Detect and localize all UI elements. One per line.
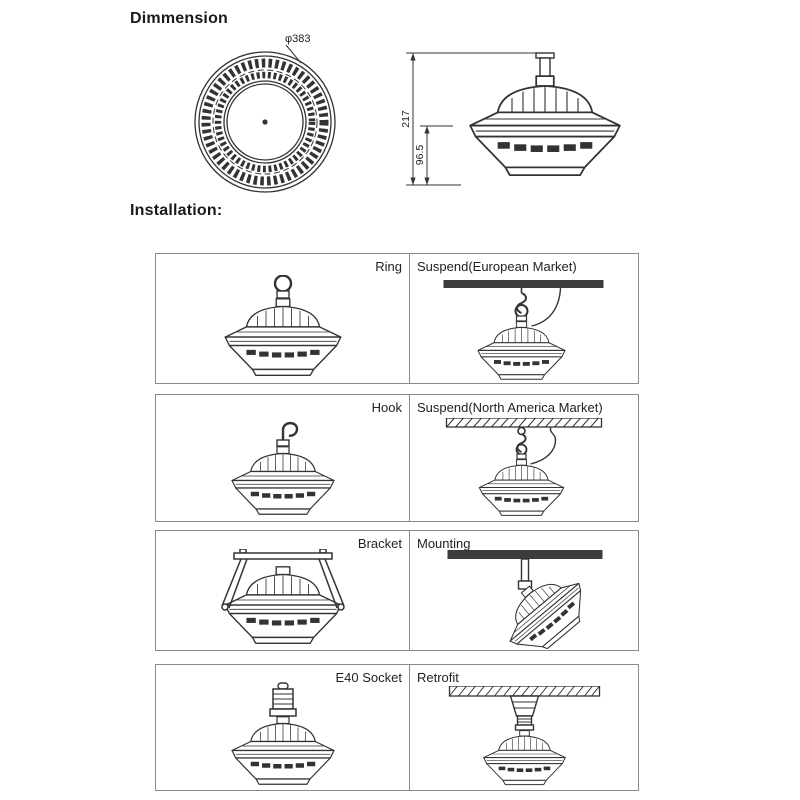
ufo-light bbox=[224, 566, 341, 645]
suspend-north-america-drawing bbox=[445, 418, 603, 516]
usage-cell: Retrofit bbox=[410, 665, 638, 790]
power-cable bbox=[531, 287, 562, 327]
ceiling-bar bbox=[447, 550, 603, 559]
mounting-pole bbox=[520, 558, 530, 582]
e40-socket-drawing bbox=[230, 682, 335, 785]
dimension-top-view-drawing: φ383 bbox=[194, 33, 336, 193]
eye-bolt bbox=[517, 426, 526, 436]
installation-row-bracket: Bracket Mounting bbox=[155, 530, 639, 651]
s-hook bbox=[516, 433, 527, 453]
dimension-lines bbox=[406, 52, 536, 186]
ufo-light bbox=[477, 321, 566, 380]
e40-base bbox=[268, 682, 297, 717]
usage-cell: Suspend(European Market) bbox=[410, 254, 638, 383]
joint bbox=[517, 580, 533, 590]
hatched-ceiling bbox=[445, 418, 603, 428]
installation-row-e40: E40 Socket Retrofit bbox=[155, 664, 639, 791]
dimension-side-view-drawing: 217 96.5 bbox=[400, 52, 621, 186]
socket bbox=[509, 695, 540, 731]
ufo-light bbox=[490, 560, 599, 649]
ufo-light bbox=[483, 730, 566, 786]
mount-type-label: E40 Socket bbox=[335, 670, 403, 685]
installation-row-hook: Hook Suspend(North America Market) bbox=[155, 394, 639, 522]
usage-label: Suspend(European Market) bbox=[417, 259, 577, 274]
mounting-drawing bbox=[447, 550, 603, 649]
retrofit-drawing bbox=[448, 686, 601, 786]
mount-type-cell: Ring bbox=[156, 254, 410, 383]
mount-type-label: Hook bbox=[371, 400, 402, 415]
ring-mount-drawing bbox=[224, 275, 341, 377]
ufo-light bbox=[469, 75, 621, 176]
s-hook bbox=[516, 292, 527, 314]
mount-type-cell: Bracket bbox=[156, 531, 410, 650]
dimension-heading: Dimmension bbox=[130, 10, 229, 27]
power-cable bbox=[530, 426, 557, 465]
ufo-light bbox=[478, 459, 565, 516]
total-height-dimension-label: 217 bbox=[400, 110, 412, 128]
bracket bbox=[220, 549, 345, 611]
usage-cell: Mounting bbox=[410, 531, 638, 650]
hook bbox=[281, 421, 298, 444]
usage-label: Mounting bbox=[417, 536, 471, 551]
usage-label: Retrofit bbox=[417, 670, 459, 685]
diameter-dimension-label: φ383 bbox=[285, 33, 311, 45]
suspend-european-drawing bbox=[443, 280, 604, 380]
hook-mount-drawing bbox=[230, 421, 335, 515]
installation-heading: Installation: bbox=[130, 202, 223, 219]
ufo-light bbox=[230, 716, 335, 785]
ring-loop bbox=[273, 275, 292, 293]
usage-label: Suspend(North America Market) bbox=[417, 400, 603, 415]
mount-type-label: Ring bbox=[375, 259, 402, 274]
ufo-light bbox=[230, 446, 335, 515]
bracket-mount-drawing bbox=[220, 549, 345, 645]
ufo-light bbox=[224, 298, 341, 377]
mount-type-cell: E40 Socket bbox=[156, 665, 410, 790]
installation-row-ring: Ring Suspend(European Market) bbox=[155, 253, 639, 384]
center-mark bbox=[262, 119, 268, 125]
ceiling-bar bbox=[443, 280, 604, 288]
mount-stem bbox=[535, 52, 555, 78]
mount-type-label: Bracket bbox=[357, 536, 402, 551]
body-height-dimension-label: 96.5 bbox=[414, 145, 426, 166]
usage-cell: Suspend(North America Market) bbox=[410, 395, 638, 521]
mount-type-cell: Hook bbox=[156, 395, 410, 521]
hatched-ceiling bbox=[448, 686, 601, 697]
